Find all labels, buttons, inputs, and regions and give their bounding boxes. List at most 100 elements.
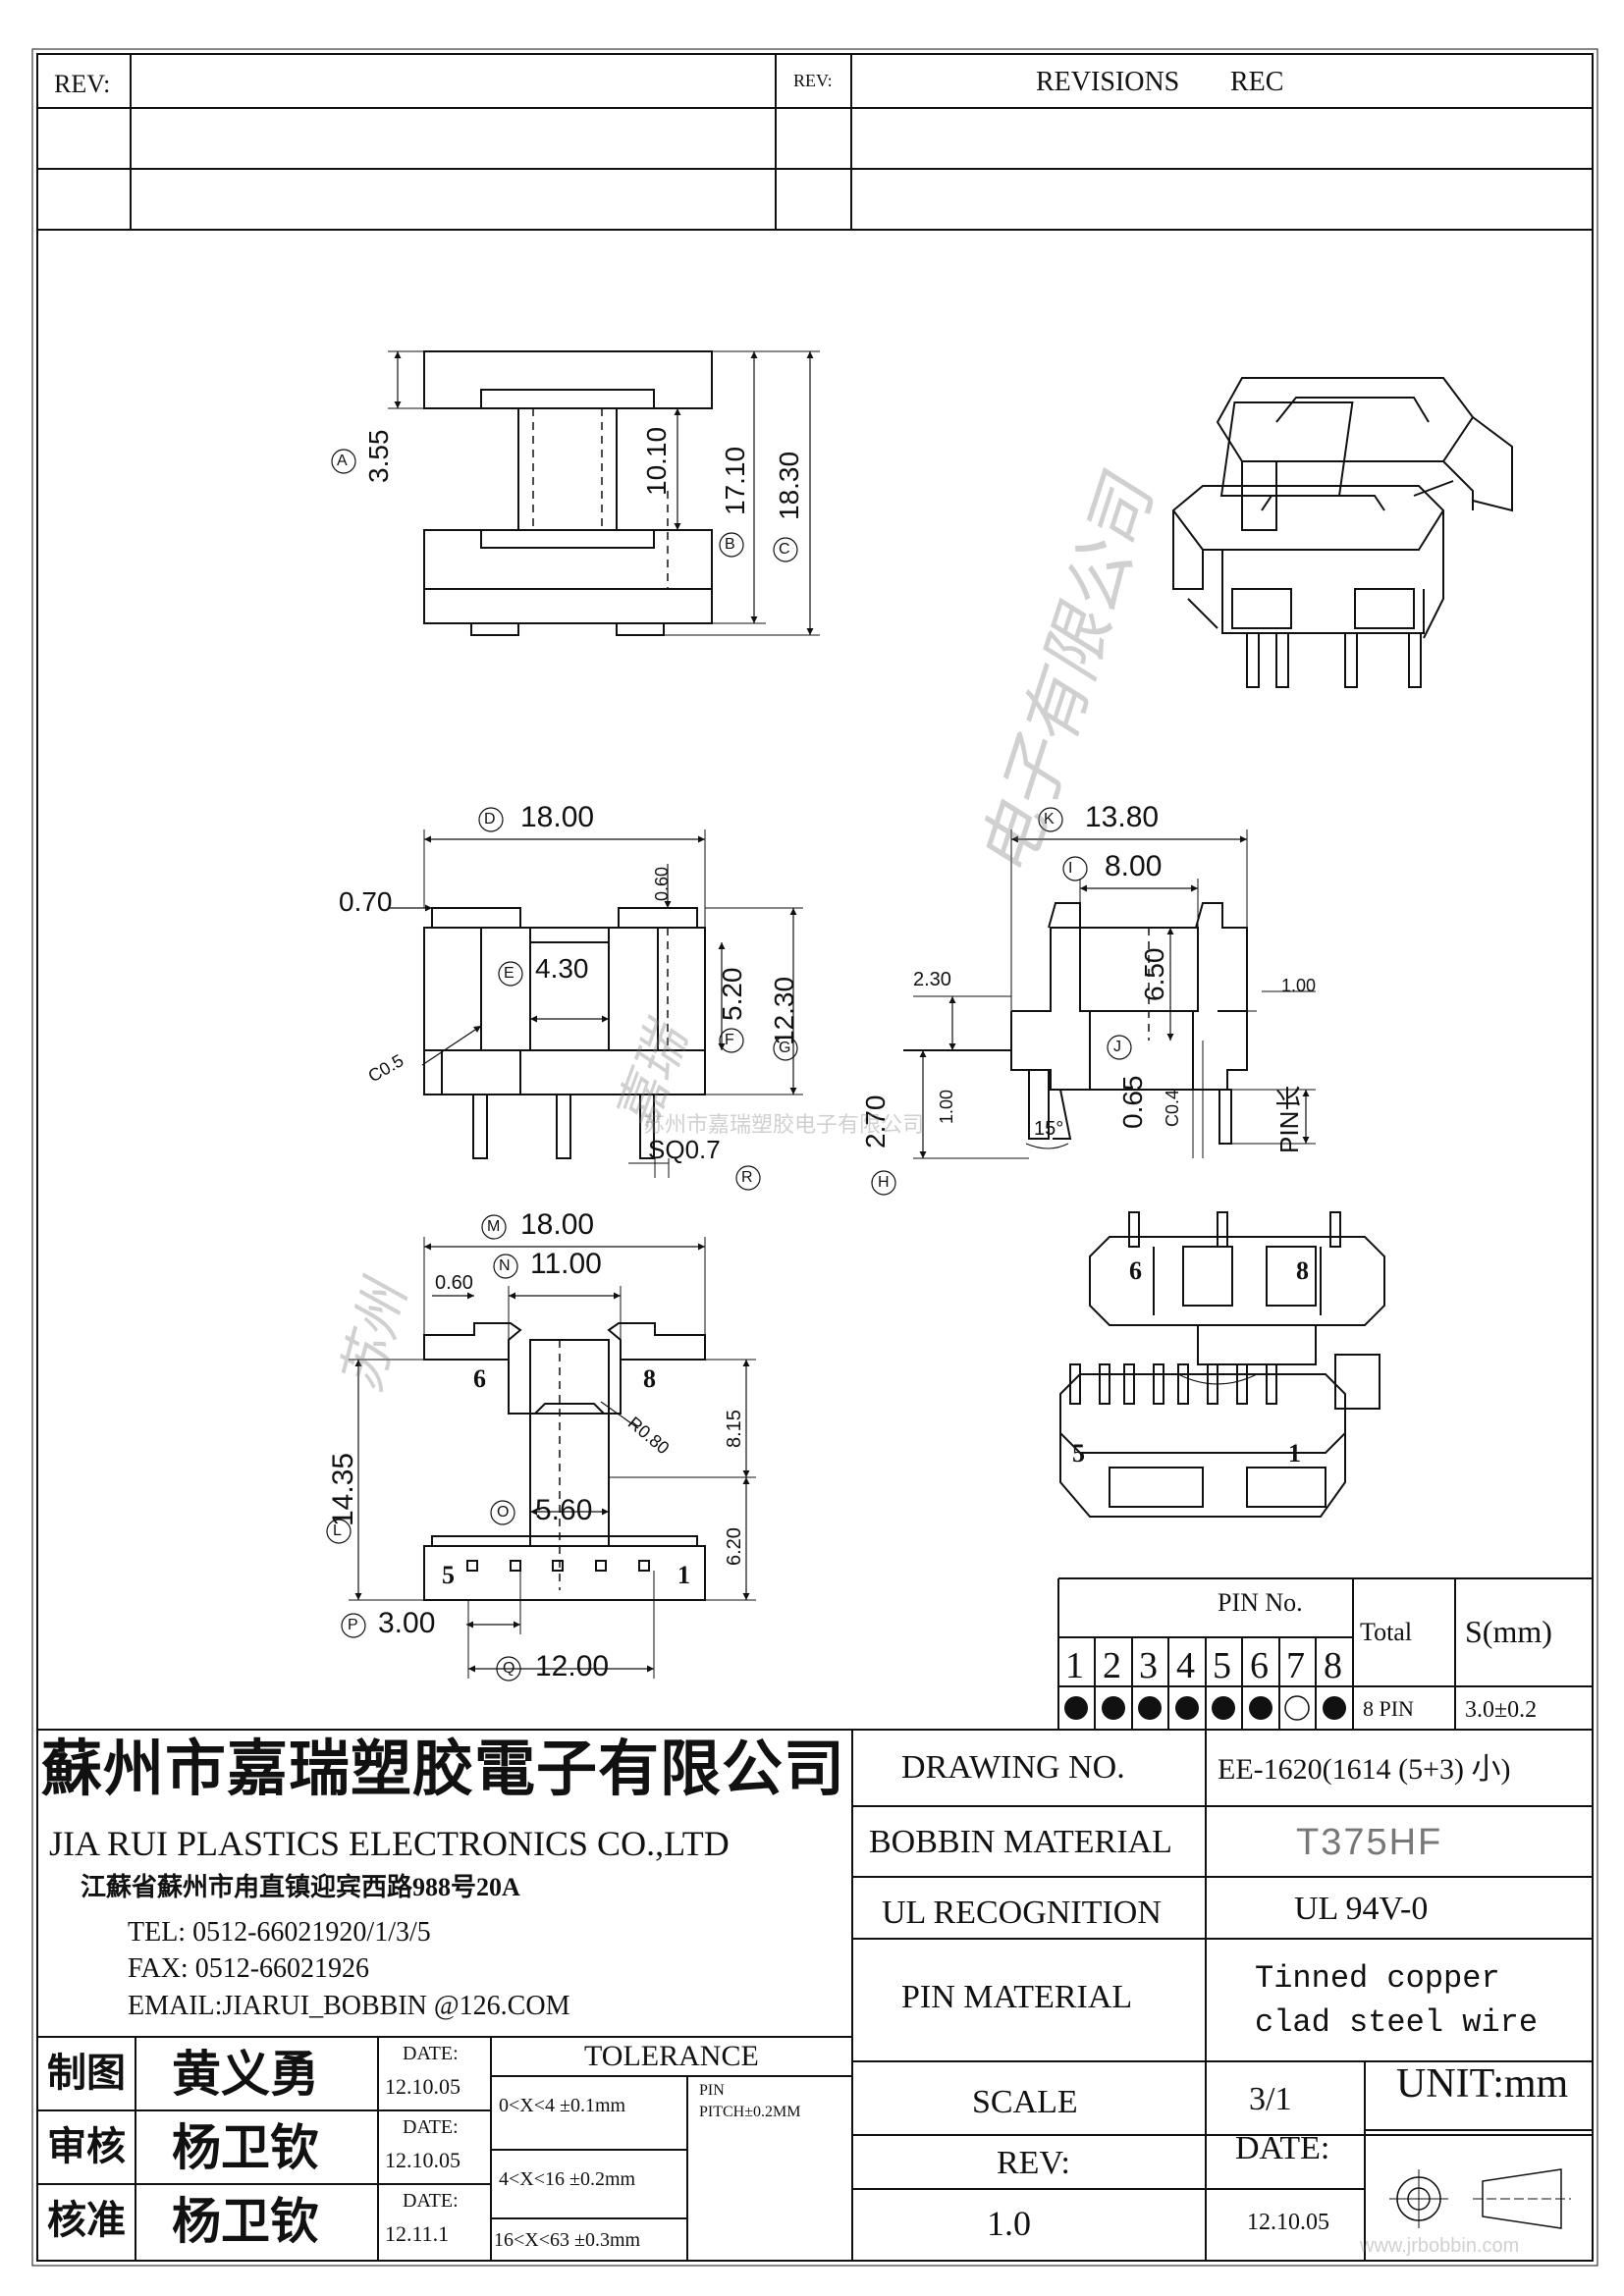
rev-label: REV: bbox=[997, 2145, 1070, 2181]
revision-table bbox=[37, 54, 1593, 231]
date-value: 12.10.05 bbox=[1247, 2210, 1329, 2235]
dim-060b: 0.60 bbox=[435, 1272, 473, 1294]
company-tel: TEL: 0512-66021920/1/3/5 bbox=[128, 1917, 431, 1948]
company-address: 江蘇省蘇州市甪直镇迎宾西路988号20A bbox=[81, 1873, 520, 1901]
dim-value-n: 11.00 bbox=[530, 1248, 602, 1280]
signoff-date-label-3: DATE: bbox=[403, 2190, 459, 2212]
total-label: Total bbox=[1360, 1618, 1413, 1646]
scale-value: 3/1 bbox=[1249, 2081, 1292, 2117]
pin-number-1: 1 bbox=[1065, 1645, 1084, 1686]
dim-label-p: P bbox=[348, 1617, 358, 1633]
dim-label-i: I bbox=[1068, 860, 1073, 877]
company-fax: FAX: 0512-66021926 bbox=[128, 1953, 370, 1984]
title-block-grid bbox=[37, 1729, 1593, 2261]
dim-label-n: N bbox=[499, 1257, 511, 1274]
pin-no-label: PIN No. bbox=[1218, 1588, 1303, 1617]
ul-recognition-label: UL RECOGNITION bbox=[882, 1895, 1162, 1931]
dim-value-g: 12.30 bbox=[769, 976, 799, 1045]
dim-070: 0.70 bbox=[339, 886, 393, 917]
bobbin-material-label: BOBBIN MATERIAL bbox=[869, 1824, 1172, 1860]
pin-label-6: 6 bbox=[473, 1364, 486, 1393]
pin-material-label: PIN MATERIAL bbox=[901, 1979, 1133, 2015]
dim-value-p: 3.00 bbox=[378, 1607, 436, 1639]
signoff-role-2: 审核 bbox=[47, 2124, 126, 2168]
tolerance-pin-label: PIN bbox=[699, 2082, 725, 2099]
watermark-footer: www.jrbobbin.com bbox=[1360, 2235, 1520, 2257]
dim-sq: SQ0.7 bbox=[648, 1135, 721, 1164]
signoff-date-3: 12.11.1 bbox=[385, 2221, 450, 2246]
dim-label-r: R bbox=[741, 1169, 753, 1186]
isometric-view-top bbox=[1171, 377, 1513, 688]
pin-label-8: 8 bbox=[643, 1364, 656, 1393]
isometric-view-bottom bbox=[1059, 1211, 1385, 1518]
tolerance-title: TOLERANCE bbox=[584, 2040, 759, 2072]
revisions-label: REVISIONS bbox=[1036, 67, 1180, 97]
s-label: S(mm) bbox=[1465, 1614, 1552, 1649]
bottom-view-drawing bbox=[349, 1237, 756, 1679]
dim-value-m: 18.00 bbox=[520, 1208, 595, 1241]
company-name-cn: 蘇州市嘉瑞塑胶電子有限公司 bbox=[41, 1736, 846, 1803]
dim-label-k: K bbox=[1044, 811, 1055, 828]
dim-815: 8.15 bbox=[724, 1410, 745, 1448]
sheet-border bbox=[36, 53, 1594, 2262]
pin-label-1: 1 bbox=[677, 1561, 690, 1589]
signoff-date-label-1: DATE: bbox=[403, 2043, 459, 2064]
signoff-name-2: 杨卫钦 bbox=[172, 2120, 319, 2175]
dim-value-k: 13.80 bbox=[1085, 801, 1160, 833]
tolerance-row-2: 4<X<16 ±0.2mm bbox=[499, 2168, 636, 2190]
dim-top-inner: 10.10 bbox=[641, 426, 672, 496]
watermark-center: 苏州市嘉瑞塑胶电子有限公司 bbox=[643, 1112, 925, 1137]
dim-100a: 1.00 bbox=[937, 1089, 956, 1124]
dim-value-o: 5.60 bbox=[535, 1494, 593, 1526]
pin-material-value-1: Tinned copper bbox=[1255, 1960, 1500, 1997]
signoff-name-3: 杨卫钦 bbox=[172, 2194, 319, 2249]
dim-label-d: D bbox=[484, 811, 496, 828]
dim-060a: 0.60 bbox=[652, 866, 672, 901]
dim-label-o: O bbox=[497, 1504, 510, 1521]
dim-label-f: F bbox=[725, 1032, 734, 1048]
top-view-drawing bbox=[388, 350, 820, 636]
pin-number-2: 2 bbox=[1103, 1645, 1121, 1686]
dim-value-q: 12.00 bbox=[535, 1650, 610, 1682]
dim-label-g: G bbox=[779, 1040, 791, 1056]
dim-label-q: Q bbox=[503, 1660, 515, 1677]
drawing-no-label: DRAWING NO. bbox=[901, 1749, 1125, 1786]
side-view-drawing bbox=[903, 829, 1316, 1159]
pin-number-3: 3 bbox=[1139, 1645, 1158, 1686]
dim-value-l: 14.35 bbox=[327, 1452, 359, 1526]
unit-label: UNIT:mm bbox=[1396, 2061, 1569, 2107]
pin-number-6: 6 bbox=[1250, 1645, 1269, 1686]
pin-dots bbox=[1064, 1695, 1346, 1721]
dim-label-h: H bbox=[878, 1174, 890, 1191]
s-value: 3.0±0.2 bbox=[1465, 1697, 1538, 1723]
rev-right-label: REV: bbox=[793, 71, 833, 90]
rev-value: 1.0 bbox=[987, 2204, 1031, 2243]
dim-label-c: C bbox=[779, 541, 790, 558]
signoff-role-3: 核准 bbox=[47, 2198, 126, 2242]
dim-label-e: E bbox=[504, 965, 514, 982]
dim-value-b: 17.10 bbox=[720, 446, 750, 515]
pin-material-value-2: clad steel wire bbox=[1255, 2004, 1539, 2041]
dim-label-m: M bbox=[487, 1218, 501, 1235]
dim-620: 6.20 bbox=[724, 1527, 745, 1566]
scale-label: SCALE bbox=[972, 2084, 1078, 2120]
dim-100b: 1.00 bbox=[1281, 976, 1317, 995]
dim-label-l: L bbox=[333, 1522, 342, 1539]
dim-value-c: 18.30 bbox=[774, 451, 804, 520]
dim-deg15: 15° bbox=[1034, 1118, 1064, 1140]
iso-pin-label-5: 5 bbox=[1072, 1439, 1085, 1468]
signoff-date-label-2: DATE: bbox=[403, 2116, 459, 2138]
tolerance-row-3: 16<X<63 ±0.3mm bbox=[494, 2229, 641, 2251]
dim-value-f: 5.20 bbox=[717, 967, 747, 1022]
drawing-no-value: EE-1620(1614 (5+3) 小) bbox=[1218, 1753, 1511, 1786]
pin-number-8: 8 bbox=[1324, 1645, 1342, 1686]
signoff-role-1: 制图 bbox=[47, 2051, 126, 2095]
dim-pin-len: PIN长 bbox=[1274, 1085, 1304, 1153]
dim-c04: C0.4 bbox=[1163, 1089, 1182, 1127]
signoff-date-1: 12.10.05 bbox=[385, 2074, 460, 2099]
iso-pin-label-1: 1 bbox=[1288, 1439, 1301, 1468]
front-view-drawing bbox=[388, 829, 803, 1178]
pin-number-7: 7 bbox=[1286, 1645, 1305, 1686]
tolerance-pitch: PITCH±0.2MM bbox=[699, 2104, 801, 2120]
